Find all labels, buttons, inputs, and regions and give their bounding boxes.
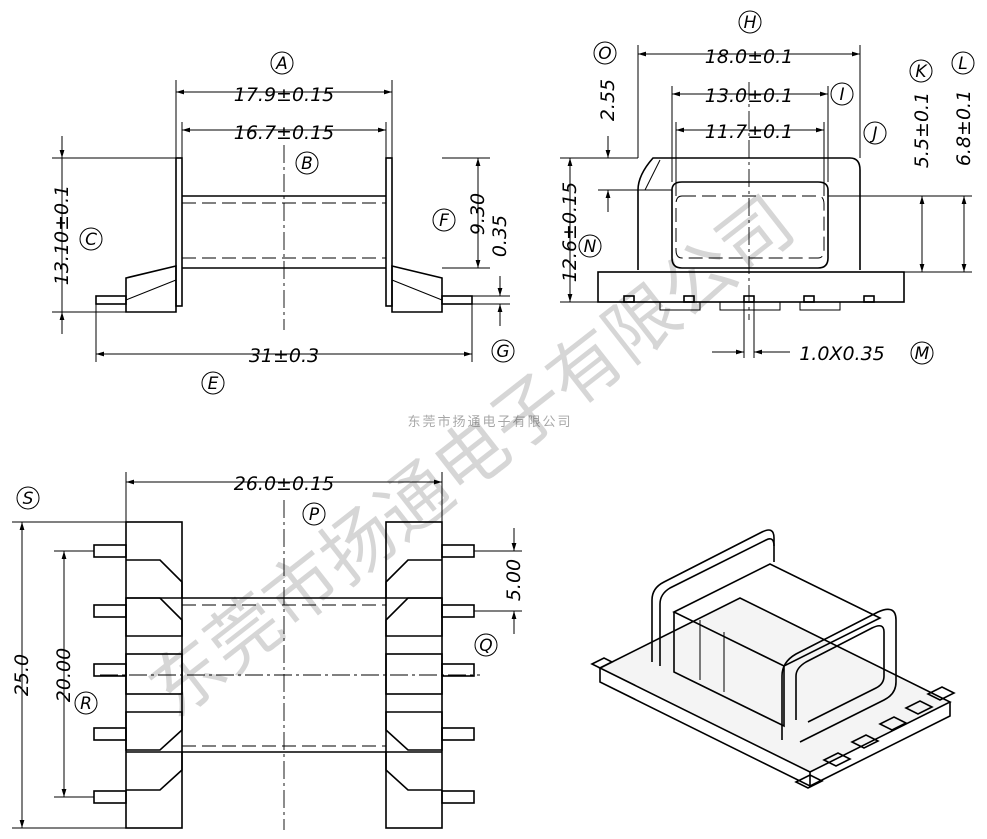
side-flange [637,157,861,270]
svg-text:G: G [496,342,509,362]
dim-Q-text: 5.00 [503,559,525,601]
iso-left-flange [651,529,775,662]
label-J: J [863,121,887,145]
svg-text:P: P [309,505,320,525]
label-L: L [951,51,975,75]
label-N: N [578,234,602,258]
front-view [52,80,510,362]
svg-text:A: A [275,54,288,74]
dim-J-text: 11.7±0.1 [705,121,793,143]
watermark-small: 东莞市扬通电子有限公司 [407,414,572,430]
left-pins [93,544,127,804]
label-G: G [491,339,515,363]
svg-text:S: S [23,489,34,509]
svg-text:R: R [80,694,92,714]
dim-S-text: 25.0 [11,654,33,696]
svg-text:M: M [915,344,930,364]
dim-H-text: 18.0±0.1 [705,46,793,68]
svg-text:H: H [744,13,757,33]
dim-B-text: 16.7±0.15 [234,122,335,144]
label-R: R [74,691,98,715]
side-window [671,181,829,269]
label-Q: Q [474,633,498,657]
dim-L-text: 6.8±0.1 [953,90,975,166]
label-I: I [830,82,854,106]
dim-A-text: 17.9±0.15 [234,84,335,106]
label-E: E [201,371,225,395]
iso-pins [590,657,956,789]
svg-text:B: B [301,154,313,174]
label-K: K [909,59,933,83]
svg-text:E: E [208,374,219,394]
dim-E-text: 31±0.3 [249,345,319,367]
label-C: C [79,227,103,251]
label-M: M [910,341,934,365]
svg-text:I: I [839,85,844,105]
dim-N-text: 12.6±0.15 [559,182,581,283]
label-B: B [295,151,319,175]
svg-text:L: L [958,54,967,74]
right-pin [441,295,473,305]
iso-right-flange [781,608,897,743]
dim-O-text: 2.55 [597,79,619,121]
label-S: S [16,486,40,510]
left-pin [95,295,127,305]
label-A: A [270,51,294,75]
left-pads [125,559,183,791]
isometric-view [590,529,956,789]
dim-F2-text: 0.35 [489,215,511,257]
dim-width-text: 26.0±0.15 [234,473,335,495]
label-F: F [432,208,456,232]
svg-text:J: J [869,124,877,144]
left-flange [175,157,183,307]
svg-text:K: K [915,62,928,82]
dim-R-text: 20.00 [53,648,75,702]
label-P: P [302,502,326,526]
right-pins [441,544,475,804]
dim-K-text: 5.5±0.1 [911,92,933,168]
label-H: H [738,10,762,34]
side-pins [623,295,875,303]
label-O: O [593,41,617,65]
svg-text:C: C [85,230,97,250]
svg-text:Q: Q [479,636,492,656]
svg-text:N: N [584,237,597,257]
left-base [125,264,177,313]
side-view [560,45,972,358]
svg-text:F: F [439,211,449,231]
right-base [391,264,443,313]
dim-M-text: 1.0X0.35 [799,343,885,365]
dim-C-text: 13.10±0.1 [51,185,73,286]
dim-I-text: 13.0±0.1 [705,85,793,107]
top-view [12,472,522,830]
right-flange [385,157,393,307]
svg-text:O: O [598,44,611,64]
dim-F-text: 9.30 [467,193,489,235]
